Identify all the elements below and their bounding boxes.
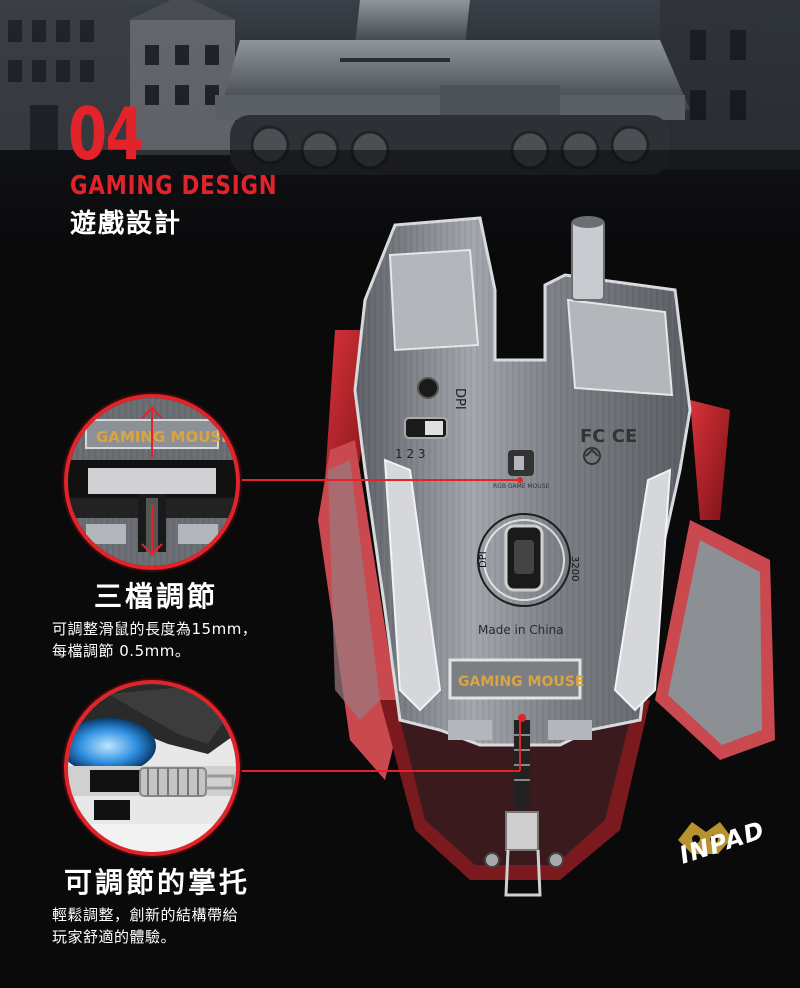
ring-3200-label: 3200: [569, 556, 580, 581]
brand-logo-icon: [508, 450, 534, 476]
feature-title-length: 三檔調節: [94, 580, 219, 613]
dpi-label: DPI: [452, 388, 467, 410]
section-number: 04: [68, 92, 145, 176]
building-right: [660, 0, 800, 170]
feature-desc-length-line2: 每檔調節 0.5mm。: [52, 642, 191, 660]
section-title-zh: 遊戲設計: [70, 209, 183, 239]
feature-desc-palmrest-line2: 玩家舒適的體驗。: [52, 928, 177, 946]
made-in-text: Made in China: [478, 623, 564, 637]
feature-desc-length-line1: 可調整滑鼠的長度為15mm，: [52, 620, 258, 638]
feature-title-palmrest: 可調節的掌托: [64, 866, 251, 899]
callout-palmrest-zoom: [68, 684, 236, 852]
brand-small-text: RGB GAME MOUSE: [493, 483, 550, 490]
zoom-plate-text: GAMING MOUSE: [96, 428, 231, 446]
feature-desc-palmrest-line1: 輕鬆調整，創新的結構帶給: [52, 906, 239, 924]
plate-text: GAMING MOUSE: [458, 674, 584, 690]
recycle-icon: [583, 447, 601, 465]
mouse-illustration: DPI 1 2 3 FC CE RGB GAME MOUSE DPI 3200 …: [318, 216, 775, 897]
ring-dpi-label: DPI: [478, 551, 489, 568]
callout-length-zoom: GAMING MOUSE: [68, 398, 236, 566]
inpad-logo-icon: [678, 822, 732, 854]
fc-ce-mark: FC CE: [580, 426, 637, 447]
section-title-en: GAMING DESIGN: [70, 171, 278, 201]
step-numbers: 1 2 3: [395, 447, 426, 461]
building-left: [0, 0, 236, 155]
